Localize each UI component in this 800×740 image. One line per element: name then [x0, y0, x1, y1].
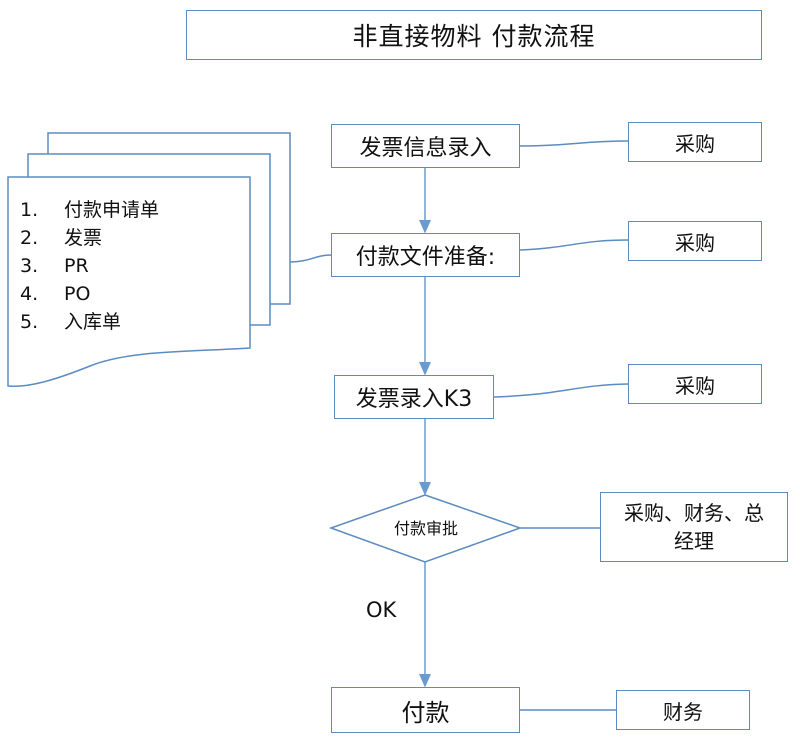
role-box-1: 采购	[628, 122, 762, 162]
document-item: 5.入库单	[20, 308, 159, 336]
doc-connector	[289, 254, 332, 263]
document-label: PO	[64, 283, 91, 305]
role-box-3: 采购	[628, 364, 762, 404]
document-label: 发票	[64, 227, 103, 249]
role-box-4-line2: 经理	[674, 529, 714, 553]
role-box-4: 采购、财务、总 经理	[600, 492, 788, 562]
role-connector-2	[519, 239, 629, 251]
document-item: 3.PR	[20, 252, 159, 280]
step-payment-docs: 付款文件准备:	[331, 233, 520, 277]
step-approval-label: 付款审批	[393, 519, 458, 538]
document-item: 4.PO	[20, 280, 159, 308]
document-list: 1.付款申请单 2.发票 3.PR 4.PO 5.入库单	[20, 196, 159, 336]
document-item: 1.付款申请单	[20, 196, 159, 224]
step-invoice-k3: 发票录入K3	[334, 375, 494, 419]
diagram-title: 非直接物料 付款流程	[186, 10, 762, 60]
role-box-5: 财务	[616, 690, 750, 730]
approval-diamond	[328, 494, 523, 563]
step-payment: 付款	[331, 687, 520, 733]
document-stack	[7, 132, 291, 388]
document-label: 入库单	[64, 311, 122, 333]
role-connector-1	[519, 140, 629, 147]
role-connector-3	[493, 383, 629, 398]
ok-label: OK	[366, 598, 397, 622]
step-invoice-entry: 发票信息录入	[331, 124, 520, 168]
role-box-2: 采购	[628, 221, 762, 261]
document-label: PR	[64, 255, 89, 277]
document-label: 付款申请单	[64, 199, 160, 221]
document-item: 2.发票	[20, 224, 159, 252]
role-box-4-line1: 采购、财务、总	[624, 501, 764, 525]
